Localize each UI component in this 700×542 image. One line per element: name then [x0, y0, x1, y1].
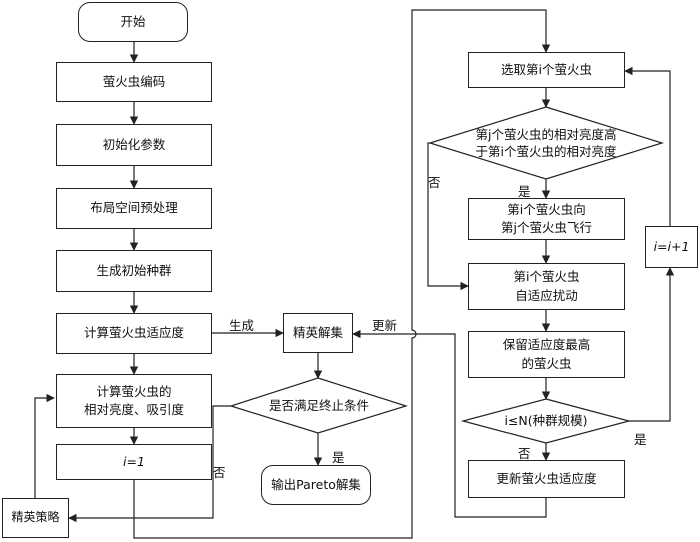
compare-brightness-diamond: [427, 106, 665, 180]
no-terminate-label: 否: [213, 465, 226, 480]
perturb-step: 第i个萤火虫 自适应扰动: [468, 263, 625, 310]
preprocess-step: 布局空间预处理: [56, 188, 212, 229]
terminate-check-text: 是否满足终止条件: [268, 398, 369, 414]
no-compare-label: 否: [428, 175, 441, 190]
elite-strategy-step: 精英策略: [2, 498, 69, 538]
brightness-step: 计算萤火虫的 相对亮度、吸引度: [56, 374, 212, 428]
terminate-check-diamond: [229, 377, 409, 434]
output-pareto-node: 输出Pareto解集: [261, 465, 371, 505]
loop-check-diamond: [460, 398, 632, 444]
elite-set-step: 精英解集: [283, 313, 353, 353]
update-fitness-step: 更新萤火虫适应度: [468, 460, 625, 498]
arrow-increment-selecti: [624, 66, 671, 226]
start-node: 开始: [78, 2, 188, 42]
select-i-step: 选取第i个萤火虫: [468, 52, 625, 88]
arrow-check-no-elitestrategy: [68, 405, 231, 523]
i-equals-1-step: i=1: [56, 444, 212, 480]
arrow-update-eliteset: [352, 329, 547, 518]
init-pop-step: 生成初始种群: [56, 250, 212, 292]
yes-loop-label: 是: [634, 432, 647, 447]
loop-check-text: i≤N(种群规模): [504, 413, 588, 429]
arrow-compare-no-perturb: [427, 142, 469, 291]
yes-compare-label: 是: [518, 184, 531, 199]
arrow-elitestrategy-brightness: [34, 393, 55, 498]
keep-best-step: 保留适应度最高 的萤火虫: [468, 331, 625, 378]
no-loop-label: 否: [518, 446, 531, 461]
fitness-step: 计算萤火虫适应度: [56, 313, 212, 354]
arrow-loopcheck-yes-increment: [629, 267, 675, 422]
encode-step: 萤火虫编码: [56, 62, 212, 102]
init-params-step: 初始化参数: [56, 124, 212, 166]
generate-label: 生成: [229, 318, 255, 333]
yes-terminate-label: 是: [332, 450, 345, 465]
update-label: 更新: [372, 318, 398, 333]
increment-step: i=i+1: [645, 226, 698, 268]
compare-brightness-text: 第j个萤火虫的相对亮度高 于第i个萤火虫的相对亮度: [475, 126, 617, 160]
fly-step: 第i个萤火虫向 第j个萤火虫飞行: [468, 198, 625, 240]
